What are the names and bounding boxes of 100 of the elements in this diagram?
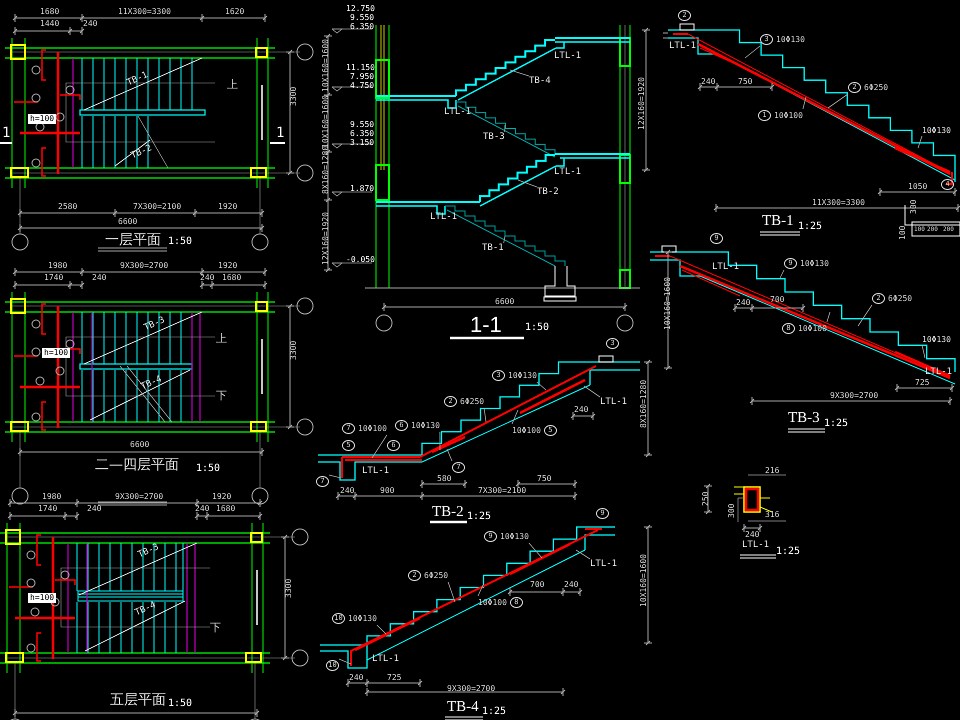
dimension-label: 8X160=1280	[640, 380, 648, 428]
scale-label: 1:25	[798, 222, 822, 232]
member-label: LTL-1	[669, 42, 696, 51]
dimension-label: 750	[537, 475, 552, 483]
elevation-label: -0.050	[346, 256, 375, 264]
leader-line	[376, 624, 386, 634]
dimension-label: 300	[910, 200, 918, 214]
member-label: TB-4	[140, 375, 164, 392]
elevation-label: 6.350	[350, 130, 374, 138]
member-label: TB-2	[537, 188, 559, 197]
member-label: LTL-1	[600, 398, 628, 407]
dimension-label: 7X300=2100	[478, 487, 526, 495]
member-label: LTL-1	[712, 263, 740, 272]
dimension-label: 10X160=1600	[664, 277, 672, 330]
dimension-label: 240	[564, 581, 578, 589]
dimension-label: 3300	[285, 578, 293, 598]
rebar-label: 10Φ130	[800, 260, 829, 268]
rebar-label: 10Φ100	[478, 598, 507, 606]
leader-line	[510, 70, 530, 76]
dimension-label: 750	[738, 78, 752, 86]
dimension-label: 240	[92, 274, 106, 282]
dimension-label: 1740	[38, 505, 58, 513]
dimension-label: 11X300=3300	[118, 8, 171, 16]
rebar-label: 10Φ100	[798, 324, 827, 332]
dimension-label: 8X160=1280	[322, 146, 330, 194]
member-label: LTL-1	[590, 560, 618, 569]
drawing-title: TB-4	[447, 700, 479, 715]
rebar-label: 10Φ130	[348, 614, 377, 622]
rebar-label: 10Φ100	[358, 424, 387, 432]
elevation-label: 9.550	[350, 121, 374, 129]
member-label: LTL-1	[554, 168, 582, 177]
dimension-label: 10X160=1600	[322, 95, 330, 148]
elevation-label: 11.150	[346, 64, 375, 72]
leader-line	[826, 312, 830, 322]
dimension-label: 240	[574, 406, 588, 414]
dimension-label: 1680	[222, 274, 242, 282]
leader-line	[448, 582, 456, 602]
rebar-label: 10Φ130	[508, 372, 537, 380]
section-mark: 1	[276, 126, 284, 140]
thickness-tag: h=100	[28, 593, 56, 603]
leader-line	[744, 46, 760, 58]
dimension-label: 240	[701, 78, 716, 86]
dimension-label: 1680	[40, 8, 60, 16]
scale-label: 1:50	[196, 464, 220, 474]
dimension-label: 300	[728, 504, 736, 518]
thickness-tag: h=100	[28, 114, 56, 124]
member-label: LTL-1	[430, 213, 458, 222]
member-label: LTL-1	[742, 541, 770, 550]
dimension-label: 250	[702, 492, 710, 506]
member-label: LTL-1	[554, 52, 582, 61]
drawing-title: 一层平面	[105, 233, 161, 247]
drawing-title: TB-3	[788, 411, 820, 426]
dimension-label: 240	[349, 674, 364, 682]
leader-line	[372, 434, 388, 458]
rebar-label: 10Φ130	[500, 532, 529, 540]
dimension-label: 9X300=2700	[115, 493, 164, 501]
dimension-label: 9X300=2700	[120, 262, 168, 270]
leader-line	[802, 96, 806, 110]
member-label: TB-4	[529, 77, 551, 86]
dimension-label: 700	[530, 581, 544, 589]
member-label: TB-3	[143, 316, 166, 334]
leader-line	[536, 382, 546, 390]
leader-line	[584, 386, 600, 398]
scale-label: 1:50	[525, 323, 550, 333]
drawing-title: TB-1	[762, 214, 794, 229]
elevation-label: 6.350	[350, 23, 374, 31]
thickness-tag: h=100	[42, 348, 70, 358]
leader-line	[504, 124, 506, 132]
member-label: LTL-1	[372, 655, 400, 664]
direction-label: 下	[216, 390, 227, 401]
scale-label: 1:50	[168, 699, 192, 709]
member-label: TB-3	[137, 543, 160, 560]
dimension-label: 1680	[216, 505, 236, 513]
leader-line	[576, 550, 590, 560]
leader-line	[503, 236, 506, 244]
dimension-label: 9X300=2700	[830, 392, 878, 400]
leader-line	[922, 344, 926, 358]
dimension-label: 1440	[40, 20, 60, 28]
leader-line	[512, 410, 518, 424]
rebar-label: 10Φ130	[776, 36, 805, 44]
rebar-label: 10Φ130	[922, 336, 951, 344]
dimension-label: 3300	[290, 340, 298, 360]
dimension-label: 1920	[218, 203, 238, 211]
dimension-label: 1980	[48, 262, 68, 270]
elevation-label: 7.950	[350, 73, 374, 81]
leader-line	[338, 658, 352, 664]
member-label: LTL-1	[925, 368, 952, 377]
dimension-label: 10X160=1600	[322, 39, 330, 92]
dimension-label: 1620	[225, 8, 244, 16]
dimension-label: 1920	[212, 493, 232, 501]
rebar-label: 10Φ100	[774, 112, 803, 120]
direction-label: 下	[210, 622, 221, 633]
drawing-title: TB-2	[432, 505, 464, 520]
member-label: LTL-1	[362, 467, 390, 476]
scale-label: 1:25	[776, 547, 800, 557]
rebar-label: 10Φ100	[512, 426, 541, 434]
dimension-label: 316	[765, 511, 780, 519]
dimension-label: 6600	[495, 298, 514, 306]
scale-label: 1:25	[467, 512, 492, 522]
rebar-label: 10Φ130	[411, 422, 440, 430]
